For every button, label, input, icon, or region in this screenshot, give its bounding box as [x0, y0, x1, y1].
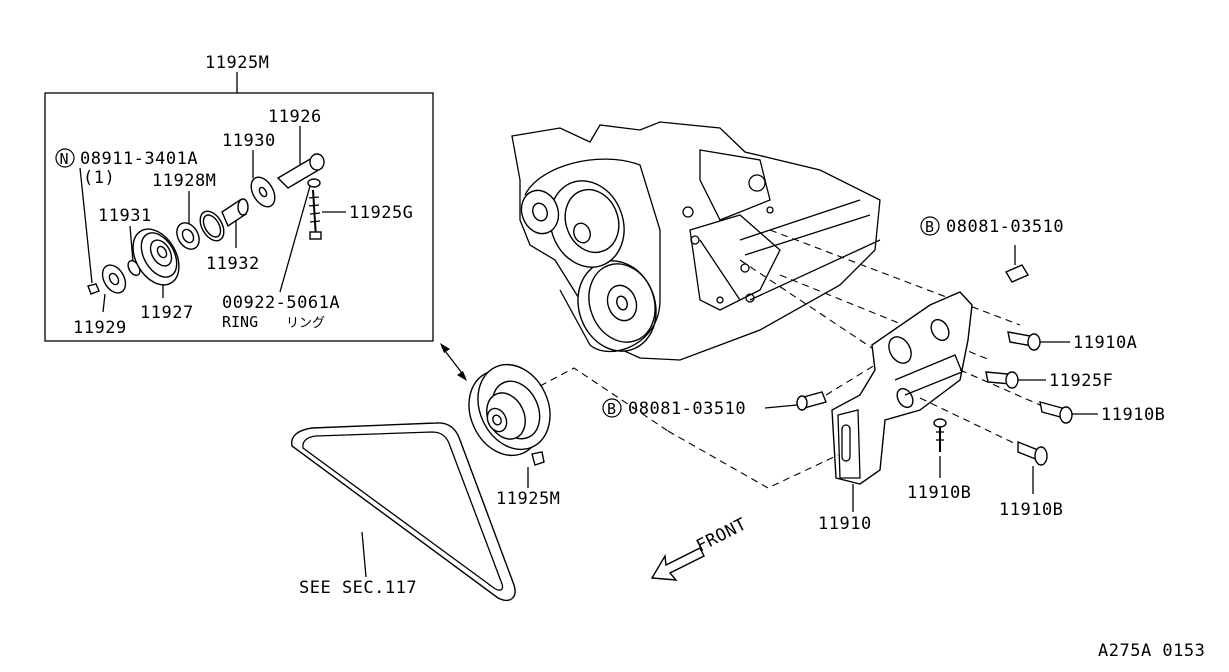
kit-title-label: 11925M [205, 53, 269, 73]
part-11929-label: 11929 [73, 318, 127, 338]
b-symbol-icon-middle [602, 398, 622, 418]
part-11925m-idler-label: 11925M [496, 489, 560, 509]
bolt-11925f-drawing [985, 371, 1046, 389]
bolt-11910b-right-drawing [1039, 401, 1098, 424]
ring-japanese-label: リング [286, 316, 325, 331]
bolt-11910a-drawing [1007, 331, 1070, 351]
part-11931-label: 11931 [98, 206, 152, 226]
washer-11929-drawing [101, 264, 127, 313]
b-symbol-letter-top: B [925, 218, 934, 236]
front-label: FRONT [693, 514, 750, 556]
bolt-11926-drawing [276, 126, 325, 189]
engine-block-drawing [511, 121, 881, 361]
washer-11930-drawing [250, 150, 276, 208]
part-11910b-lower-label: 11910B [999, 500, 1063, 520]
engine-dashed-line-2 [779, 274, 991, 361]
drive-belt-drawing [291, 422, 516, 602]
idler-to-bracket-dashed-line [539, 367, 669, 432]
pulley-11927-drawing [132, 228, 180, 298]
ring-label: RING [222, 313, 258, 331]
part-11928m-label: 11928M [152, 171, 216, 191]
reference-code-label: A275A 0153 [1098, 641, 1205, 661]
nut-08911-drawing [87, 283, 100, 295]
part-00922-label: 00922-5061A [222, 293, 340, 313]
part-11925f-label: 11925F [1049, 371, 1113, 391]
ring-drawing [199, 210, 225, 242]
part-08081-middle-label: 08081-03510 [628, 399, 746, 419]
part-08911-qty-label: (1) [83, 168, 115, 188]
part-11932-label: 11932 [206, 254, 260, 274]
part-11925g-label: 11925G [349, 203, 413, 223]
bolt-08081-middle-drawing [764, 391, 827, 411]
part-11910b-right-label: 11910B [1101, 405, 1165, 425]
engine-dashed-line-1 [769, 229, 1021, 326]
bolt-08081-top-drawing [1004, 245, 1030, 283]
part-11910a-label: 11910A [1073, 333, 1137, 353]
part-11927-label: 11927 [140, 303, 194, 323]
n-symbol-icon [55, 148, 75, 168]
kit-pointer-arrow [440, 343, 467, 381]
part-08081-top-label: 08081-03510 [946, 217, 1064, 237]
b-symbol-icon-top [920, 216, 940, 236]
part-11910-label: 11910 [818, 514, 872, 534]
front-direction-arrow-icon [650, 547, 705, 581]
clip-drawing [307, 178, 321, 188]
sleeve-11932-drawing [221, 198, 249, 248]
bolt-dashed-line-2 [919, 397, 1019, 446]
n-symbol-letter: N [60, 150, 69, 168]
see-section-label: SEE SEC.117 [299, 578, 417, 598]
idler-kit-box: 11925M 11926 11930 N 08911-3401A (1) 119… [44, 53, 434, 342]
b-symbol-letter-middle: B [607, 400, 616, 418]
bolt-11910b-lower-drawing [1017, 440, 1048, 494]
bolt-11910b-center-drawing [933, 418, 947, 478]
part-11926-label: 11926 [268, 107, 322, 127]
bracket-11910-drawing [831, 291, 973, 512]
idler-mount-dashed-line [667, 430, 839, 489]
part-11910b-center-label: 11910B [907, 483, 971, 503]
bolt-dashed-line-3 [825, 364, 876, 396]
bolt-dashed-line-1 [959, 369, 1041, 406]
bearing-11928m-drawing [176, 222, 200, 250]
idler-pulley-assembly-drawing [468, 363, 551, 488]
part-08911-label: 08911-3401A [80, 149, 198, 169]
bolt-11925g-drawing [308, 189, 346, 240]
part-11930-label: 11930 [222, 131, 276, 151]
